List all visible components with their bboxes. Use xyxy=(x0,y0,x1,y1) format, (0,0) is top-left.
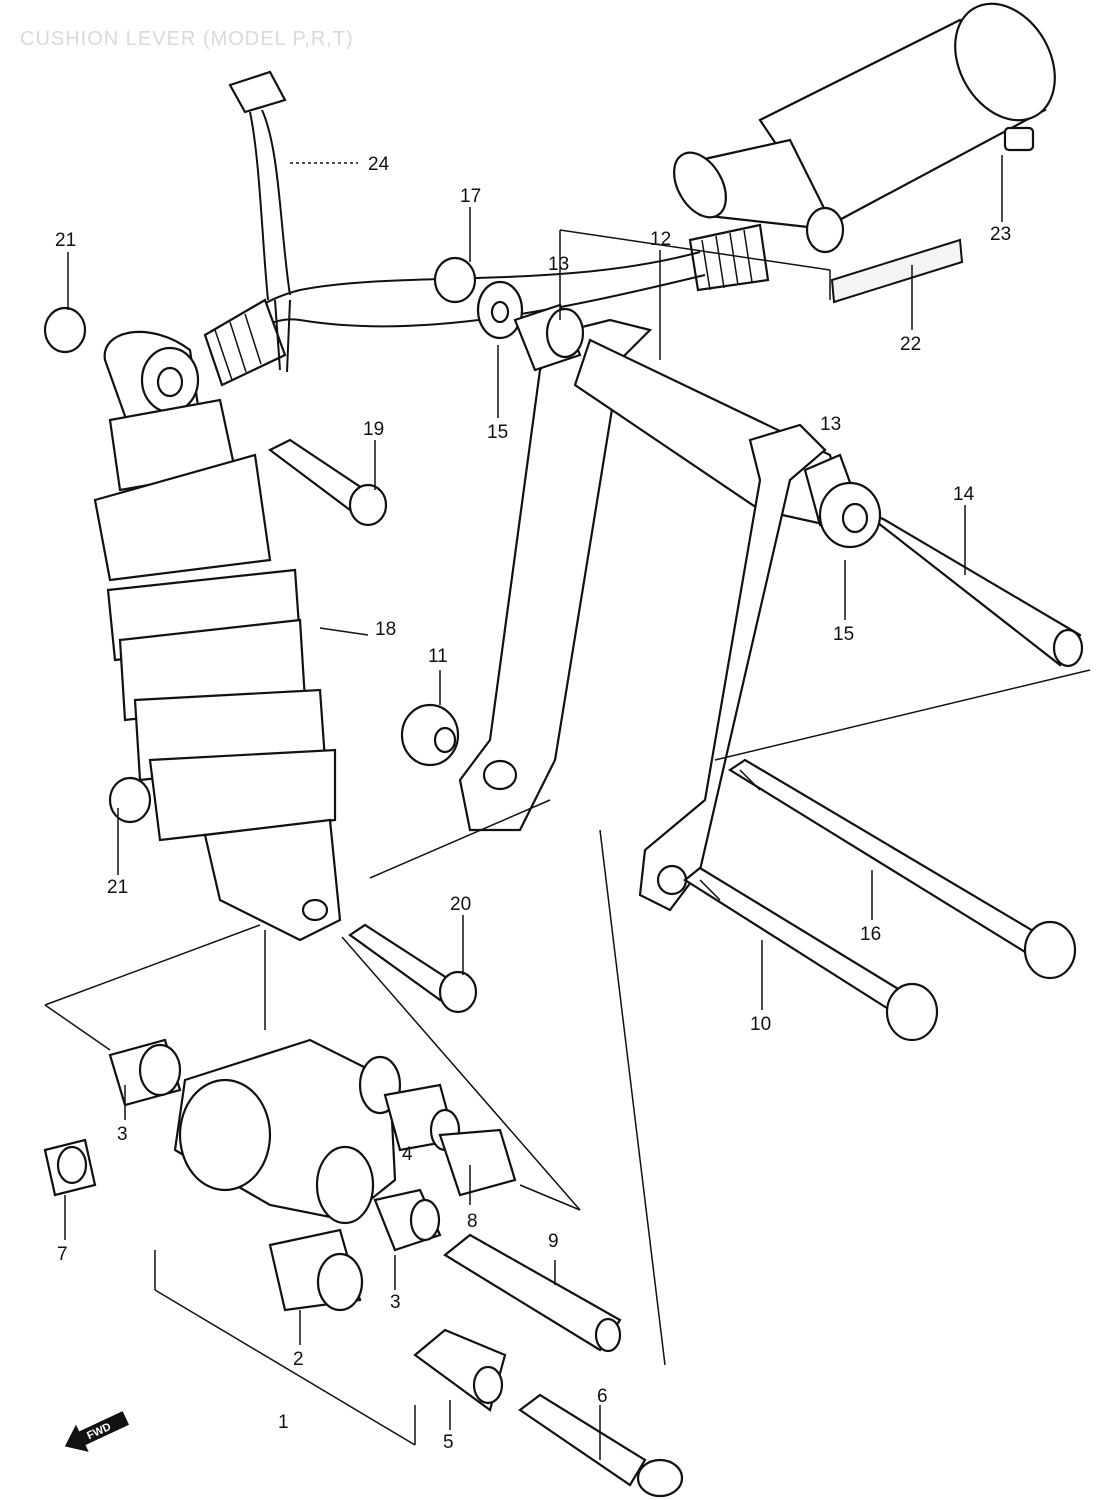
forward-marker-label: FWD xyxy=(85,1421,113,1442)
label-4: 4 xyxy=(402,1144,413,1165)
label-10: 10 xyxy=(750,1014,771,1035)
label-18: 18 xyxy=(375,619,396,640)
label-21-bottom: 21 xyxy=(107,877,128,898)
part-shaft xyxy=(854,504,1084,668)
label-17: 17 xyxy=(460,186,481,207)
part-hose xyxy=(203,251,706,387)
leader-lines xyxy=(44,155,1091,1460)
part-cushion-lever xyxy=(43,1038,684,1498)
label-16: 16 xyxy=(860,924,881,945)
label-23: 23 xyxy=(990,224,1011,245)
label-15-top: 15 xyxy=(487,422,508,443)
diagram-title: CUSHION LEVER (MODEL P,R,T) xyxy=(20,28,354,50)
part-band xyxy=(830,238,964,304)
label-12: 12 xyxy=(650,229,671,250)
part-bolts xyxy=(267,438,1077,1042)
label-6: 6 xyxy=(597,1386,608,1407)
label-22: 22 xyxy=(900,334,921,355)
label-8: 8 xyxy=(467,1211,478,1232)
label-20: 20 xyxy=(450,894,471,915)
label-11: 11 xyxy=(428,646,448,667)
part-cushion-rod xyxy=(458,318,852,912)
part-nuts xyxy=(43,306,460,824)
part-reservoir xyxy=(673,2,1056,292)
label-3-left: 3 xyxy=(117,1124,128,1145)
label-19: 19 xyxy=(363,419,384,440)
forward-arrow-icon: FWD xyxy=(64,1411,129,1452)
label-3-bottom: 3 xyxy=(390,1292,401,1313)
label-14: 14 xyxy=(953,484,975,505)
label-13-right: 13 xyxy=(820,414,841,435)
label-15-right: 15 xyxy=(833,624,854,645)
label-13-top: 13 xyxy=(548,254,569,275)
label-9: 9 xyxy=(548,1231,559,1252)
label-2: 2 xyxy=(293,1349,304,1370)
label-7: 7 xyxy=(57,1244,68,1265)
part-labels: 24 17 21 13 12 23 22 15 13 19 14 15 18 1… xyxy=(55,154,1011,1453)
label-1: 1 xyxy=(278,1412,289,1433)
label-5: 5 xyxy=(443,1432,454,1453)
label-21-top: 21 xyxy=(55,230,76,251)
part-bracket xyxy=(228,70,291,373)
part-shock-absorber xyxy=(93,330,342,942)
part-bearings-washers xyxy=(433,256,882,549)
label-24: 24 xyxy=(368,154,390,175)
